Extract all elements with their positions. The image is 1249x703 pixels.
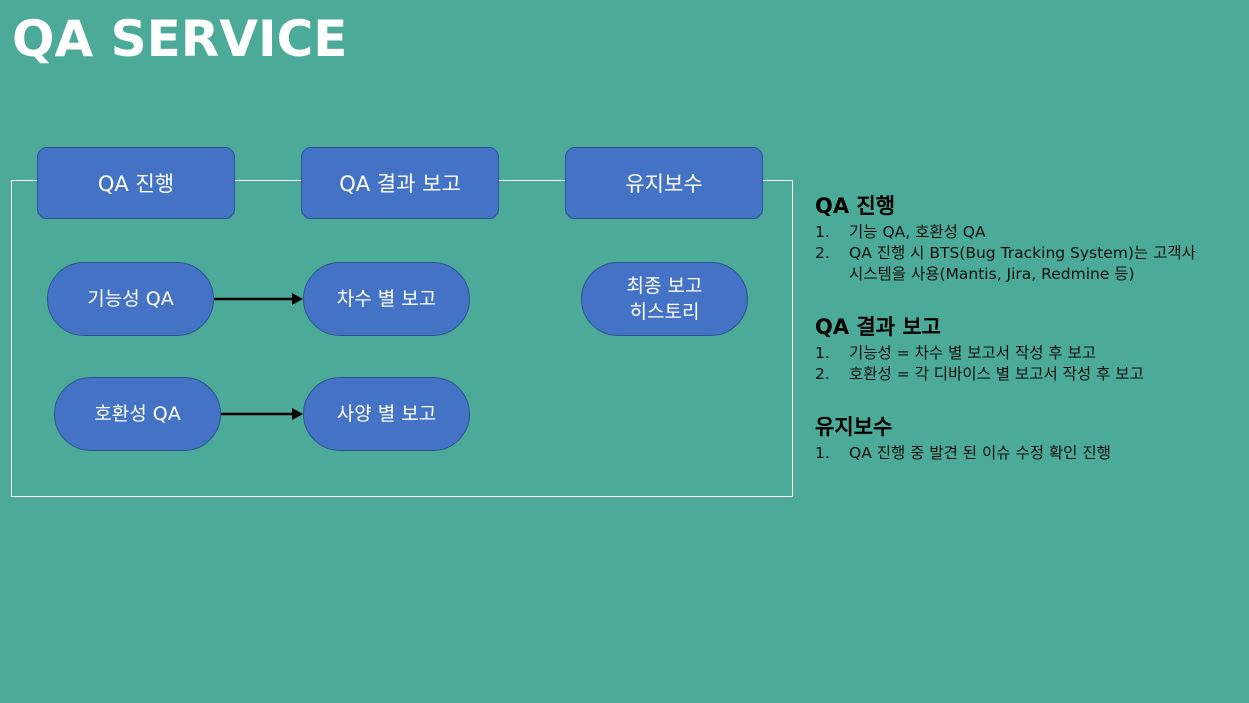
section-qa-report: QA 결과 보고 1. 기능성 = 차수 별 보고서 작성 후 보고 2. 호환… [815,313,1144,385]
list-text: 호환성 = 각 디바이스 별 보고서 작성 후 보고 [849,365,1144,383]
pill-final-history: 최종 보고 히스토리 [581,262,748,336]
pill-compat-qa: 호환성 QA [54,377,221,451]
list-text: QA 진행 시 BTS(Bug Tracking System)는 고객사 시스… [849,243,1196,285]
section-list: 1. QA 진행 중 발견 된 이슈 수정 확인 진행 [815,443,1111,464]
section-heading: 유지보수 [815,415,893,439]
section-list: 1. 기능성 = 차수 별 보고서 작성 후 보고 2. 호환성 = 각 디바이… [815,343,1144,385]
pill-round-report: 차수 별 보고 [303,262,470,336]
section-heading: QA 결과 보고 [815,315,942,339]
list-text: 기능성 = 차수 별 보고서 작성 후 보고 [849,344,1097,362]
list-text-line: QA 진행 시 BTS(Bug Tracking System)는 고객사 [849,244,1196,262]
list-number: 1. [815,344,830,362]
section-heading: QA 진행 [815,194,896,218]
list-text: 기능 QA, 호환성 QA [849,223,986,241]
list-item: 2. 호환성 = 각 디바이스 별 보고서 작성 후 보고 [815,364,1144,385]
list-number: 1. [815,223,830,241]
section-qa-progress: QA 진행 1. 기능 QA, 호환성 QA 2. QA 진행 시 BTS(Bu… [815,192,1196,285]
list-item: 2. QA 진행 시 BTS(Bug Tracking System)는 고객사… [815,243,1196,285]
header-qa-report: QA 결과 보고 [301,147,499,219]
pill-final-history-line2: 히스토리 [629,301,700,323]
list-text: QA 진행 중 발견 된 이슈 수정 확인 진행 [849,444,1111,462]
list-number: 2. [815,244,830,262]
pill-final-history-line1: 최종 보고 [626,275,703,297]
header-qa-progress: QA 진행 [37,147,235,219]
pill-functional-qa: 기능성 QA [47,262,214,336]
header-maintenance: 유지보수 [565,147,763,219]
arrow-compat-to-spec [221,408,303,420]
list-number: 2. [815,365,830,383]
list-item: 1. 기능 QA, 호환성 QA [815,222,1196,243]
list-number: 1. [815,444,830,462]
section-list: 1. 기능 QA, 호환성 QA 2. QA 진행 시 BTS(Bug Trac… [815,222,1196,285]
pill-spec-report: 사양 별 보고 [303,377,470,451]
section-maintenance: 유지보수 1. QA 진행 중 발견 된 이슈 수정 확인 진행 [815,413,1111,464]
list-text-line: 시스템을 사용(Mantis, Jira, Redmine 등) [849,265,1135,283]
list-item: 1. 기능성 = 차수 별 보고서 작성 후 보고 [815,343,1144,364]
list-item: 1. QA 진행 중 발견 된 이슈 수정 확인 진행 [815,443,1111,464]
arrow-functional-to-round [214,293,303,305]
page-title: QA SERVICE [12,10,348,68]
